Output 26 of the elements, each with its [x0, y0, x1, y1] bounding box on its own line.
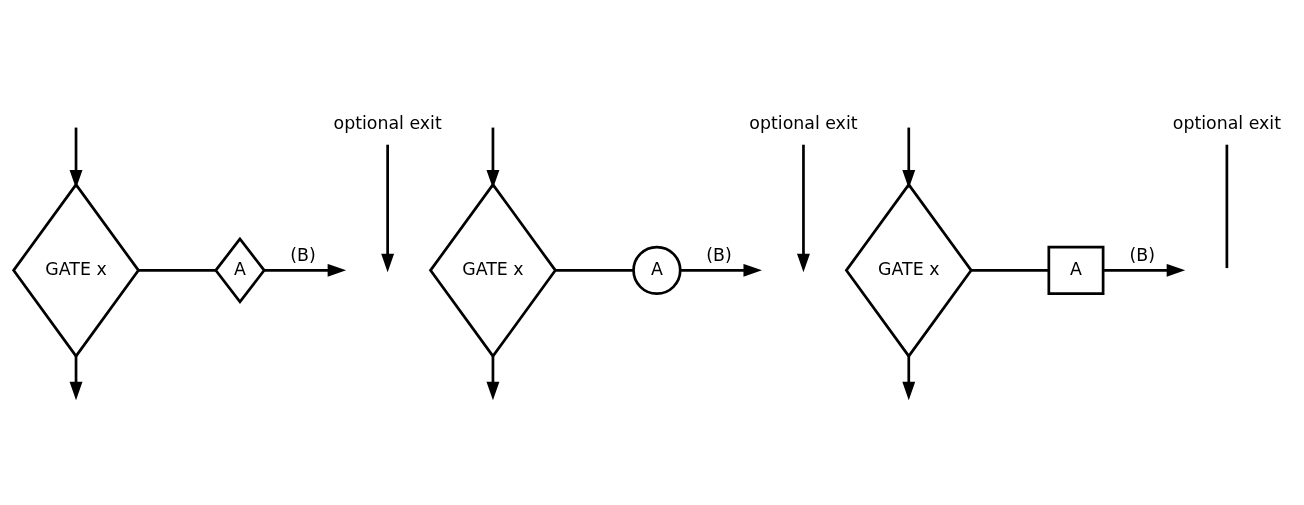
arrow [902, 127, 916, 188]
connector [555, 268, 634, 272]
arrow [381, 144, 395, 272]
edge-label: (B) [1129, 244, 1155, 265]
node-text: optional exit [333, 112, 442, 133]
arrow [797, 144, 810, 272]
arrow [902, 355, 916, 400]
connector [971, 268, 1049, 272]
connector [1225, 144, 1229, 268]
arrow [264, 263, 347, 277]
arrow [486, 355, 500, 400]
arrow [1103, 263, 1186, 277]
node-text: optional exit [1172, 112, 1281, 133]
edge-label: (B) [290, 244, 316, 265]
edge-label: (B) [706, 244, 732, 265]
node-diamond: GATE x [428, 181, 558, 358]
node-diamond: GATE x [11, 181, 141, 358]
arrow [680, 263, 762, 277]
arrow [69, 355, 83, 400]
node-circle: A [632, 245, 682, 295]
node-diamond: A [214, 236, 266, 304]
node-box: A [1047, 245, 1105, 295]
arrow [69, 127, 83, 188]
arrow [486, 127, 500, 188]
node-text: optional exit [749, 112, 858, 133]
connector [138, 268, 216, 272]
